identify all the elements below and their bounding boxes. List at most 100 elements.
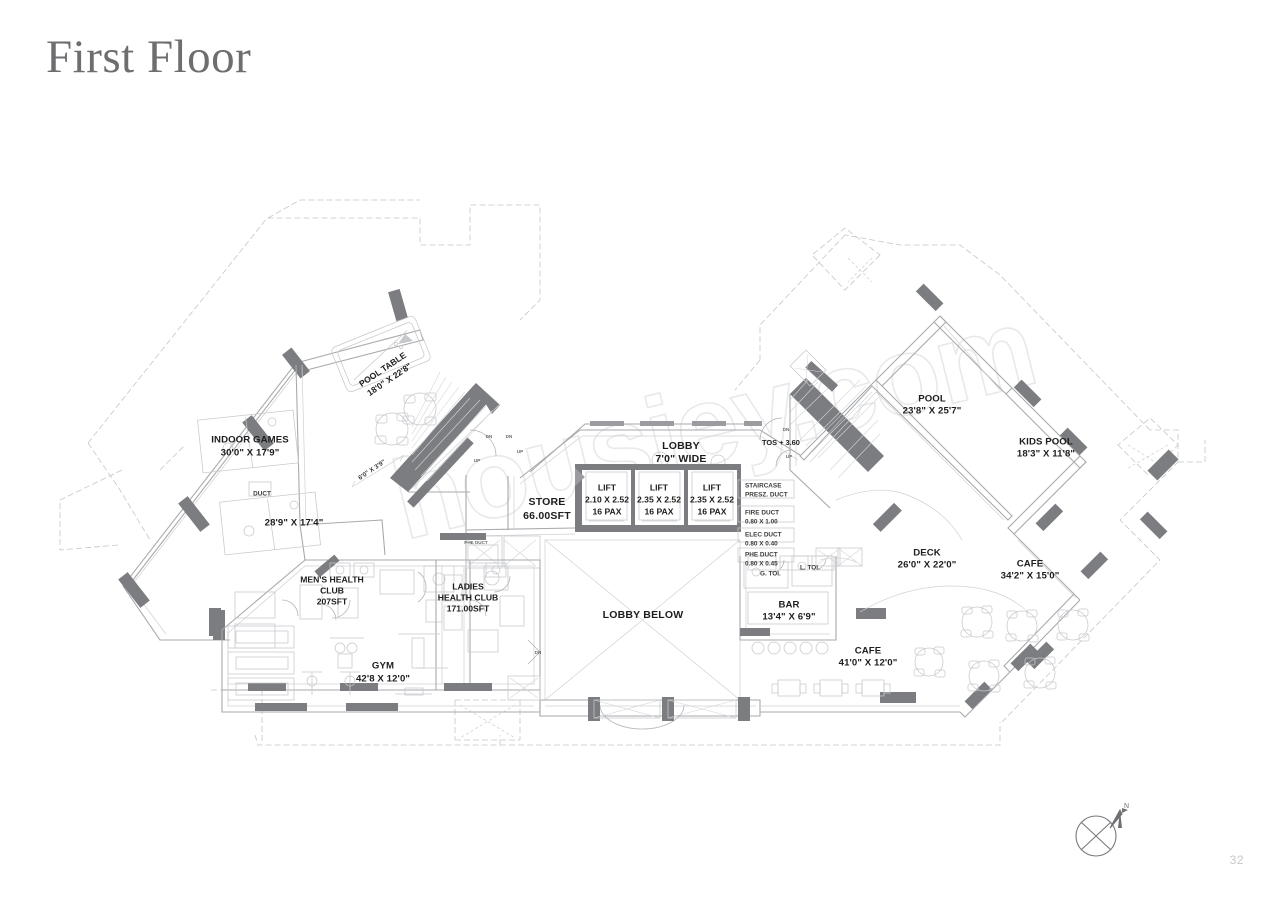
room-label-ladies-health-club: LADIES HEALTH CLUB 171.00SFT <box>438 581 498 613</box>
bar-counter-top <box>747 555 835 571</box>
mens-toilet-fixtures <box>234 562 455 649</box>
mens-health-club <box>209 554 471 691</box>
room-label-lobby-below: LOBBY BELOW <box>603 609 684 621</box>
duct-symbol-left <box>248 481 272 497</box>
room-dimension: 41'0" X 12'0" <box>839 658 898 669</box>
annotation-dn-1: DN <box>486 434 493 439</box>
room-label-indoor-games-2: 28'9" X 17'4" <box>265 518 324 529</box>
room-label-pool: POOL 23'8" X 25'7" <box>903 394 962 417</box>
service-line-2: 0.80 X 1.00 <box>745 519 778 526</box>
room-dimension: 6'0" X 3'9" <box>357 459 387 482</box>
toilets-block <box>743 547 841 589</box>
store-hatch <box>467 539 537 567</box>
lobby-corridor <box>519 421 801 485</box>
indoor-games-table-1 <box>197 409 299 474</box>
room-label-lobby: LOBBY 7'0" WIDE <box>655 440 706 465</box>
room-dimension: 13'4" X 6'9" <box>762 612 815 623</box>
room-name: DUCT <box>253 491 271 498</box>
service-line-1: PHE DUCT <box>745 552 778 559</box>
lift-name: LIFT <box>703 482 722 492</box>
room-dimension: 26'0" X 22'0" <box>898 560 957 571</box>
annotation-dn-2: DN <box>506 434 513 439</box>
bar-area <box>739 547 863 655</box>
left-staircase-core <box>390 371 501 508</box>
annotation-up-2: UP <box>517 449 523 454</box>
room-name: GYM <box>372 661 394 672</box>
ladies-health-club <box>435 559 541 691</box>
stair-treads-left <box>411 371 493 482</box>
lift-dimension: 2.35 X 2.52 <box>690 494 734 504</box>
gym-area <box>221 625 541 713</box>
room-name: LOBBY <box>662 440 700 452</box>
lift-bank <box>575 464 741 532</box>
ladies-toilet-fixtures <box>443 562 525 653</box>
service-line-1: FIRE DUCT <box>745 510 779 517</box>
room-dimension: 23'8" X 25'7" <box>903 406 962 417</box>
room-name: POOL <box>918 394 946 405</box>
room-dimension: 7'0" WIDE <box>655 453 706 465</box>
room-name: DECK <box>913 548 941 559</box>
room-label-cafe-right: CAFE 34'2" X 15'0" <box>1001 559 1060 582</box>
room-name: CAFE <box>855 646 882 657</box>
room-name: STORE <box>529 496 566 508</box>
pool-table-symbol <box>331 316 431 392</box>
north-arrow: N <box>1068 796 1148 866</box>
service-label-fire-duct: FIRE DUCT 0.80 X 1.00 <box>745 510 779 526</box>
north-pointer-tail-icon <box>1118 810 1122 828</box>
right-staircase-core <box>737 360 884 589</box>
room-label-pool-table: POOL TABLE 18'0" X 22'8" <box>357 350 413 398</box>
room-name: BAR <box>778 600 799 611</box>
cafe-tables-bottom <box>771 679 891 697</box>
room-name: CAFE <box>1017 559 1044 570</box>
annotation-dn-4: DN <box>535 650 542 655</box>
service-label-staircase-presz-duct: STAIRCASE PRESZ. DUCT <box>745 483 788 499</box>
stair-treads-right <box>789 379 881 479</box>
lobby-below-void <box>544 539 741 730</box>
annotation-l-toi: L. TOI. <box>800 565 820 572</box>
service-line-1: PHE DUCT <box>464 540 488 545</box>
room-name: INDOOR GAMES <box>211 435 289 446</box>
store-area <box>440 475 576 600</box>
annotation-up-3: UP <box>786 454 792 459</box>
lift-label-3: LIFT 2.35 X 2.52 16 PAX <box>690 482 734 516</box>
outer-boundary-dashed <box>59 199 1206 746</box>
cafe-tables-right <box>913 605 1090 693</box>
pool-deck-wing <box>760 283 1179 718</box>
north-arrow-svg: N <box>1075 803 1129 857</box>
compass-cross-2 <box>1080 821 1112 851</box>
compass-circle <box>1075 815 1117 857</box>
annotations: G. TOI. L. TOI. TOS + 3.60 DN DN UP UP D… <box>474 427 820 655</box>
room-label-deck: DECK 26'0" X 22'0" <box>898 548 957 571</box>
room-label-small-dim: 6'0" X 3'9" <box>357 459 387 482</box>
gym-equipment <box>227 625 448 701</box>
room-label-mens-health-club: MEN'S HEALTH CLUB 207SFT <box>300 574 363 606</box>
room-name-line-1: LADIES <box>452 581 484 591</box>
lift-dimension: 2.10 X 2.52 <box>585 494 629 504</box>
lift-dimension: 2.35 X 2.52 <box>637 494 681 504</box>
service-labels: STAIRCASE PRESZ. DUCT FIRE DUCT 0.80 X 1… <box>464 483 787 568</box>
room-dimension: 66.00SFT <box>523 510 571 522</box>
room-name: KIDS POOL <box>1019 437 1073 448</box>
service-label-phe-duct: PHE DUCT 0.80 X 0.45 <box>745 552 778 568</box>
pool-table-area <box>331 316 437 488</box>
lift-name: LIFT <box>650 482 669 492</box>
service-line-1: STAIRCASE <box>745 483 782 490</box>
lift-labels: LIFT 2.10 X 2.52 16 PAX LIFT 2.35 X 2.52… <box>585 482 734 516</box>
room-dimension: 207SFT <box>317 596 348 606</box>
lift-capacity: 16 PAX <box>698 506 727 516</box>
room-dimension: 171.00SFT <box>447 603 490 613</box>
room-dimension: 28'9" X 17'4" <box>265 518 324 529</box>
service-label-elec-duct: ELEC DUCT 0.80 X 0.40 <box>745 532 782 548</box>
room-dimension: 42'8 X 12'0" <box>356 674 410 685</box>
service-line-2: 0.80 X 0.45 <box>745 561 778 568</box>
room-label-cafe-lower: CAFE 41'0" X 12'0" <box>839 646 898 669</box>
room-label-kids-pool: KIDS POOL 18'3" X 11'8" <box>1017 437 1075 460</box>
north-label: N <box>1124 803 1129 810</box>
room-name-line-2: HEALTH CLUB <box>438 592 498 602</box>
room-label-indoor-games: INDOOR GAMES 30'0" X 17'9" <box>211 435 289 459</box>
service-line-2: PRESZ. DUCT <box>745 492 788 499</box>
room-name-line-2: CLUB <box>320 585 344 595</box>
lift-label-2: LIFT 2.35 X 2.52 16 PAX <box>637 482 681 516</box>
